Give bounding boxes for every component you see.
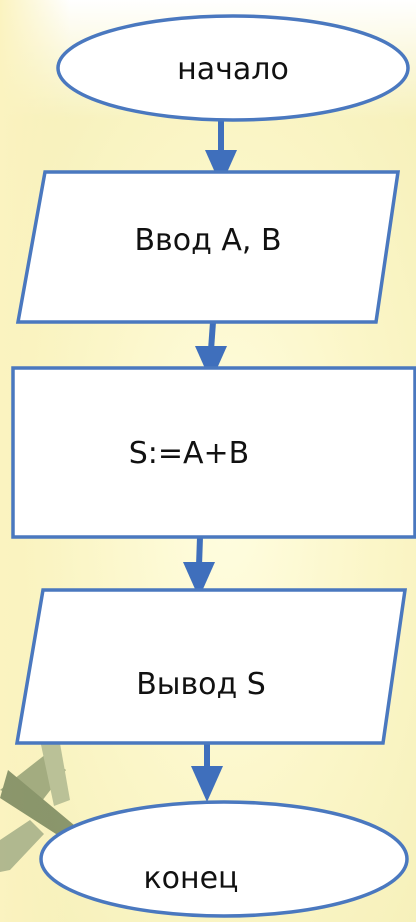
start-label: начало bbox=[177, 52, 289, 87]
end-label: конец bbox=[144, 861, 239, 896]
input-label: Ввод A, B bbox=[134, 223, 281, 258]
end-terminator: конец bbox=[39, 800, 409, 918]
process-label: S:=A+B bbox=[129, 436, 250, 471]
arrow-process-to-output bbox=[183, 536, 215, 598]
process-block: S:=A+B bbox=[11, 366, 416, 539]
start-terminator: начало bbox=[56, 14, 410, 122]
output-label: Вывод S bbox=[136, 667, 266, 702]
input-block: Ввод A, B bbox=[15, 170, 401, 324]
arrow-output-to-end bbox=[191, 743, 223, 802]
output-block: Вывод S bbox=[14, 588, 408, 745]
arrow-input-to-process bbox=[195, 321, 227, 382]
